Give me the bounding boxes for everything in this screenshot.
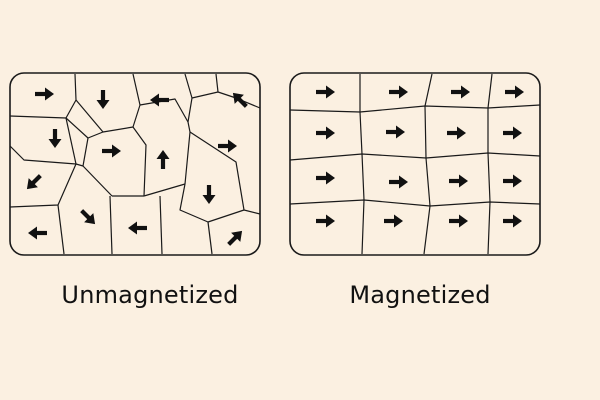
unmagnetized-domain-boundaries xyxy=(9,73,261,255)
magnetized-domain-arrow-right xyxy=(386,125,405,139)
magnetized-arrows xyxy=(316,85,524,228)
unmagnetized-domain-arrow-left xyxy=(128,221,147,235)
unmagnetized-caption: Unmagnetized xyxy=(61,281,239,309)
unmagnetized-domain-arrow-down xyxy=(48,129,62,148)
magnetized-domain-boundaries xyxy=(289,73,541,255)
magnetized-domain-arrow-right xyxy=(451,85,470,99)
unmagnetized-domain-arrow-left xyxy=(28,226,47,240)
unmagnetized-arrows xyxy=(26,87,248,246)
magnetized-domain-arrow-right xyxy=(316,171,335,185)
magnetized-domain-arrow-right xyxy=(389,175,408,189)
magnetized-domain-arrow-right xyxy=(384,214,403,228)
unmagnetized-domain-arrow-down-left xyxy=(26,174,42,190)
magnetized-domain-arrow-right xyxy=(503,214,522,228)
magnetized-domain-arrow-right xyxy=(503,174,522,188)
magnetized-domain-arrow-right xyxy=(389,85,408,99)
unmagnetized-domain-arrow-up xyxy=(156,150,170,169)
unmagnetized-domain-arrow-left xyxy=(150,93,169,107)
unmagnetized-domain-arrow-down-right xyxy=(80,209,96,225)
unmagnetized-domain-arrow-right xyxy=(102,144,121,158)
unmagnetized-domain-arrow-up-right xyxy=(227,230,243,246)
magnetized-caption: Magnetized xyxy=(349,281,491,309)
unmagnetized-domain-arrow-down xyxy=(96,90,110,109)
magnetized-domain-arrow-right xyxy=(316,126,335,140)
magnetized-domain-arrow-right xyxy=(316,214,335,228)
magnetized-panel xyxy=(289,72,541,256)
magnetized-frame xyxy=(289,72,541,256)
unmagnetized-frame xyxy=(9,72,261,256)
magnetized-domain-arrow-right xyxy=(503,126,522,140)
unmagnetized-domain-arrow-up-left xyxy=(232,92,248,108)
magnetized-domain-arrow-right xyxy=(449,214,468,228)
magnetized-domain-arrow-right xyxy=(505,85,524,99)
unmagnetized-domain-arrow-right xyxy=(218,139,237,153)
magnetized-domain-arrow-right xyxy=(447,126,466,140)
unmagnetized-domain-arrow-down xyxy=(202,185,216,204)
unmagnetized-panel xyxy=(9,72,261,256)
magnetized-domain-arrow-right xyxy=(316,85,335,99)
magnetized-domain-arrow-right xyxy=(449,174,468,188)
unmagnetized-domain-arrow-right xyxy=(35,87,54,101)
